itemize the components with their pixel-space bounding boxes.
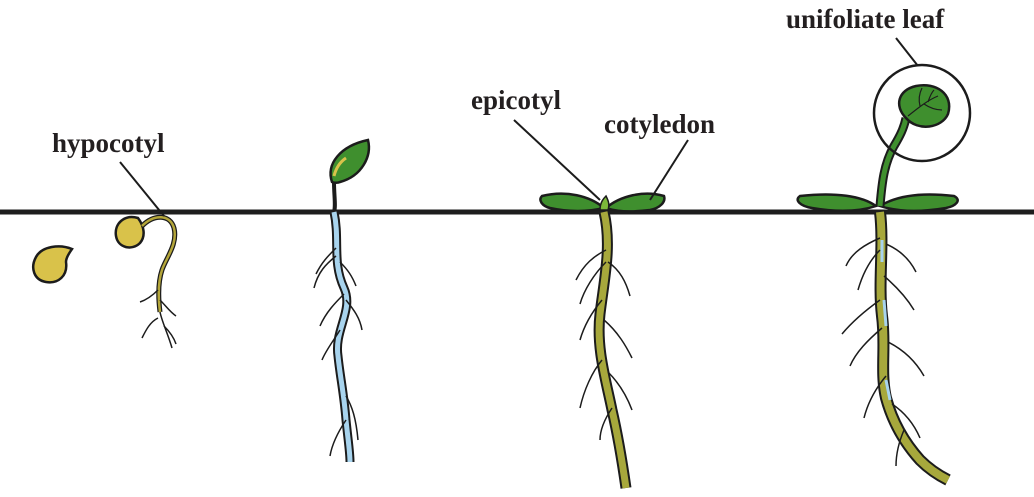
stage-4-seedling: [540, 194, 664, 488]
stage-3-stem: [334, 182, 335, 212]
stage-5-root-main-fill: [880, 212, 948, 480]
stage-4-cotyledon-right: [606, 194, 664, 212]
cotyledon-label: cotyledon: [604, 109, 715, 139]
epicotyl-label: epicotyl: [471, 85, 561, 115]
hypocotyl-leader: [120, 162, 164, 216]
seed: [33, 246, 72, 282]
cotyledon-leader: [650, 140, 688, 200]
unifoliate-leaf-leader: [896, 38, 918, 66]
stage-5-root-main-outline: [880, 212, 948, 480]
seed-coat: [116, 217, 144, 247]
stage-5-cotyledon-right: [880, 194, 958, 210]
stage-3-cotyledon: [331, 140, 369, 183]
stage-2-germinating-seed: [116, 217, 176, 348]
stage-5-cotyledon-left: [798, 194, 876, 210]
stage-5-seedling: [798, 65, 970, 480]
hypocotyl-fill: [142, 217, 175, 312]
stage-3-seedling: [314, 140, 369, 462]
stage-4-cotyledon-left: [540, 194, 604, 211]
stage-4-epicotyl-bud: [600, 196, 609, 210]
stage-1-seed: [33, 246, 72, 282]
unifoliate-leaf: [899, 85, 949, 126]
epicotyl-leader: [514, 120, 600, 200]
hypocotyl-label: hypocotyl: [52, 128, 165, 158]
leader-lines: [120, 38, 918, 216]
unifoliate-leaf-label: unifoliate leaf: [786, 4, 945, 34]
